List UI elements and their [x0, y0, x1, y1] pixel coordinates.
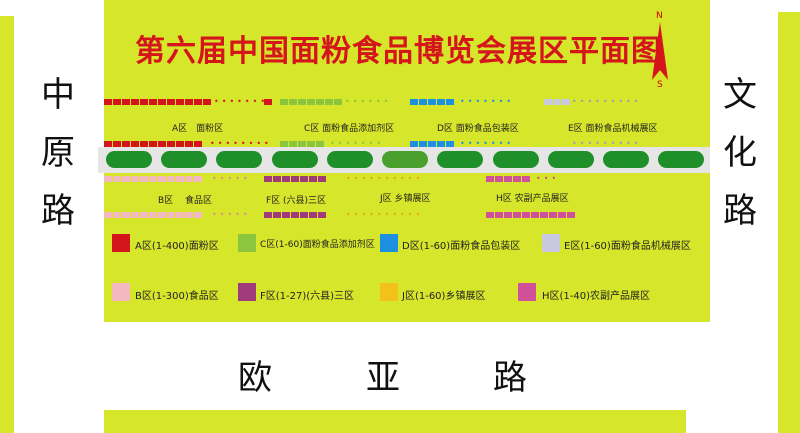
aisle-pill	[493, 151, 539, 168]
booth-row-c-mid-gap: •••••••	[330, 139, 385, 148]
aisle-pill	[106, 151, 152, 168]
bottom-strip	[104, 410, 686, 433]
zone-label-j: J区 乡镇展区	[380, 194, 431, 204]
booth-row-c-mid	[280, 141, 324, 147]
booth-row-b-low-gap: •••••	[212, 174, 251, 183]
legend-label-d: D区(1-60)面粉食品包装区	[402, 241, 521, 252]
booth-row-b-bottom	[104, 212, 202, 218]
booth-row-b-bottom-gap: •••••	[212, 210, 251, 219]
zone-label-d: D区 面粉食品包装区	[437, 124, 519, 134]
map-title: 第六届中国面粉食品博览会展区平面图	[135, 34, 662, 69]
booth-row-h-low-gap: •••	[536, 174, 560, 183]
aisle-pill	[658, 151, 704, 168]
zone-label-b: B区 食品区	[158, 196, 213, 206]
compass-north-label: N	[656, 11, 663, 21]
booth-row-e-top-gap: •••••••••	[572, 97, 642, 106]
road-left: 中 原 路	[38, 78, 78, 252]
booth-row-a-mid-gap: ••••••••	[210, 139, 272, 148]
road-left-char: 路	[41, 191, 75, 231]
legend-swatch-j	[380, 283, 398, 301]
road-right-char: 路	[723, 191, 757, 231]
booth-row-e-mid-gap: •••••••••	[572, 139, 642, 148]
booth-row-f-low	[264, 176, 326, 182]
booth-row-d-top-gap: •••••••	[460, 97, 515, 106]
booth-row-j-bottom-gap: ••••••••••	[346, 210, 424, 219]
compass-arrow-icon	[652, 22, 668, 80]
booth-row-d-mid-gap: •••••••	[460, 139, 515, 148]
legend-label-h: H区(1-40)农副产品展区	[542, 291, 651, 302]
left-strip	[0, 16, 14, 433]
legend-label-j: J区(1-60)乡镇展区	[402, 291, 486, 302]
legend-label-b: B区(1-300)食品区	[135, 291, 219, 302]
legend-swatch-e	[542, 234, 560, 252]
legend-swatch-b	[112, 283, 130, 301]
aisle-pill	[272, 151, 318, 168]
road-bottom-char: 亚	[366, 358, 400, 398]
legend-swatch-h	[518, 283, 536, 301]
road-bottom-char: 路	[493, 358, 527, 398]
aisle-pill	[216, 151, 262, 168]
zone-label-c: C区 面粉食品添加剂区	[304, 124, 395, 134]
booth-row-d-top	[410, 99, 454, 105]
road-right: 文 化 路	[720, 78, 760, 252]
booth-row-f-bottom	[264, 212, 326, 218]
legend-swatch-f	[238, 283, 256, 301]
road-right-char: 化	[723, 133, 757, 173]
booth-row-e-top	[544, 99, 570, 105]
zone-label-a: A区 面粉区	[172, 124, 224, 134]
booth-row-c-top-gap: ••••••	[345, 97, 392, 106]
legend-label-f: F区(1-27)(六县)三区	[260, 291, 355, 302]
road-bottom-char: 欧	[238, 358, 272, 398]
right-strip	[778, 12, 800, 433]
booth-row-d-mid	[410, 141, 454, 147]
booth-row-h-low	[486, 176, 530, 182]
aisle-pill	[548, 151, 594, 168]
road-left-char: 中	[41, 75, 75, 115]
legend-swatch-d	[380, 234, 398, 252]
compass-south-label: S	[657, 80, 663, 90]
legend-swatch-a	[112, 234, 130, 252]
booth-row-a-mid	[104, 141, 202, 147]
aisle-pill	[327, 151, 373, 168]
zone-label-h: H区 农副产品展区	[496, 194, 569, 204]
zone-label-f: F区 (六县)三区	[266, 196, 327, 206]
aisle-pill	[603, 151, 649, 168]
zone-label-e: E区 面粉食品机械展区	[568, 124, 658, 134]
booth-row-c-top	[280, 99, 342, 105]
booth-row-a-top	[104, 99, 211, 105]
booth-row-b-low	[104, 176, 202, 182]
legend-label-c: C区(1-60)面粉食品添加剂区	[260, 240, 375, 250]
legend-swatch-c	[238, 234, 256, 252]
aisle-pill	[437, 151, 483, 168]
aisle-pill	[161, 151, 207, 168]
legend-label-e: E区(1-60)面粉食品机械展区	[564, 241, 691, 252]
booth-row-a-top-end	[264, 99, 272, 105]
booth-row-j-low-gap: ••••••••••	[346, 174, 424, 183]
legend-label-a: A区(1-400)面粉区	[135, 241, 219, 252]
aisle-pill	[382, 151, 428, 168]
booth-row-h-bottom	[486, 212, 575, 218]
road-right-char: 文	[723, 75, 757, 115]
booth-row-a-top-gap: ••••••••	[214, 97, 276, 106]
road-left-char: 原	[41, 133, 75, 173]
